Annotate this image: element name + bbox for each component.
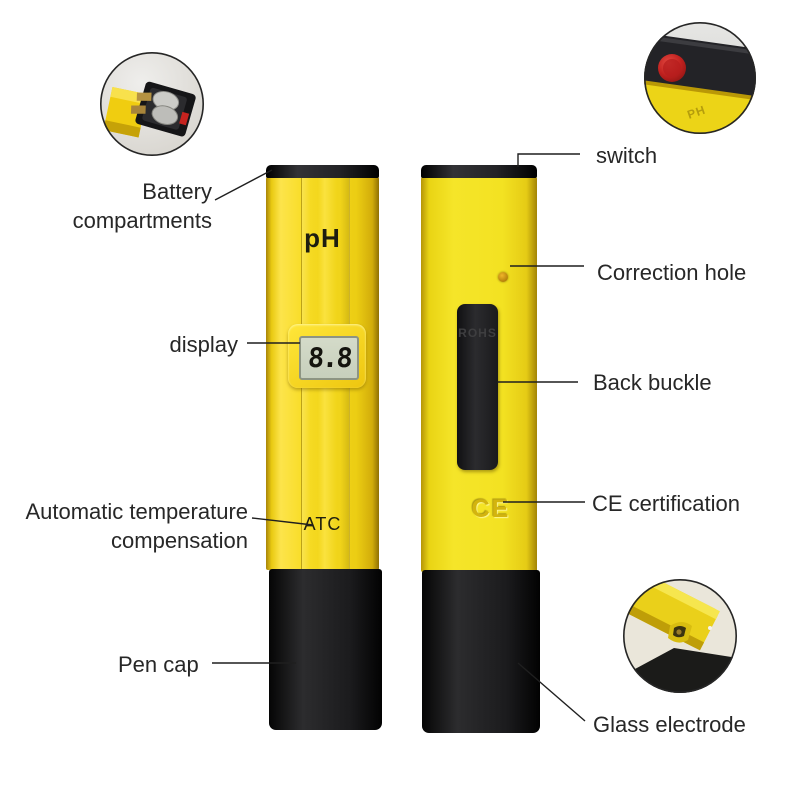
lcd-screen: 8.8 — [299, 336, 359, 380]
battery-holder — [130, 81, 196, 137]
lcd-display: 8.8 — [288, 324, 366, 388]
label-glass-electrode: Glass electrode — [593, 712, 746, 737]
battery-inset-graphic — [99, 51, 205, 157]
atc-text: ATC — [303, 514, 342, 534]
label-display: display — [169, 332, 238, 357]
switch-inset-photo: PH — [643, 21, 757, 135]
label-ce-certification: CE certification — [592, 491, 740, 516]
label-battery-compartments: Battery compartments — [72, 179, 212, 233]
rohs-text: ROHS — [458, 326, 497, 340]
label-correction-hole: Correction hole — [597, 260, 747, 285]
ph-meter-front-view: pH 8.8 ATC — [266, 165, 382, 730]
label-atc: Automatic temperature compensation — [25, 499, 248, 553]
ph-meter-back-view: ROHS CE — [421, 165, 540, 733]
switch-inset-graphic: PH — [643, 21, 757, 135]
back-top-cap — [421, 165, 537, 178]
label-pen-cap: Pen cap — [118, 652, 199, 677]
back-body: ROHS CE — [421, 177, 537, 572]
ph-embossed-text: PH — [685, 103, 707, 122]
lcd-reading: 8.8 — [306, 342, 352, 374]
battery-inset-photo — [99, 51, 205, 157]
brand-text: pH — [304, 223, 341, 253]
ce-mark: CE — [471, 495, 511, 523]
back-buckle: ROHS — [457, 304, 498, 470]
front-top-cap — [266, 165, 379, 178]
label-switch: switch — [596, 143, 658, 168]
electrode-inset-photo — [622, 578, 738, 694]
glass-electrode-tip — [676, 629, 682, 635]
correction-hole — [498, 272, 508, 282]
front-body: pH 8.8 ATC — [266, 177, 379, 570]
leader-battery — [214, 169, 273, 201]
back-pen-cap — [422, 570, 540, 733]
switch-top-cap — [644, 32, 756, 134]
table-surface — [623, 648, 737, 693]
label-back-buckle: Back buckle — [593, 370, 712, 395]
pen-cap — [269, 569, 382, 730]
electrode-inset-graphic — [622, 578, 738, 694]
